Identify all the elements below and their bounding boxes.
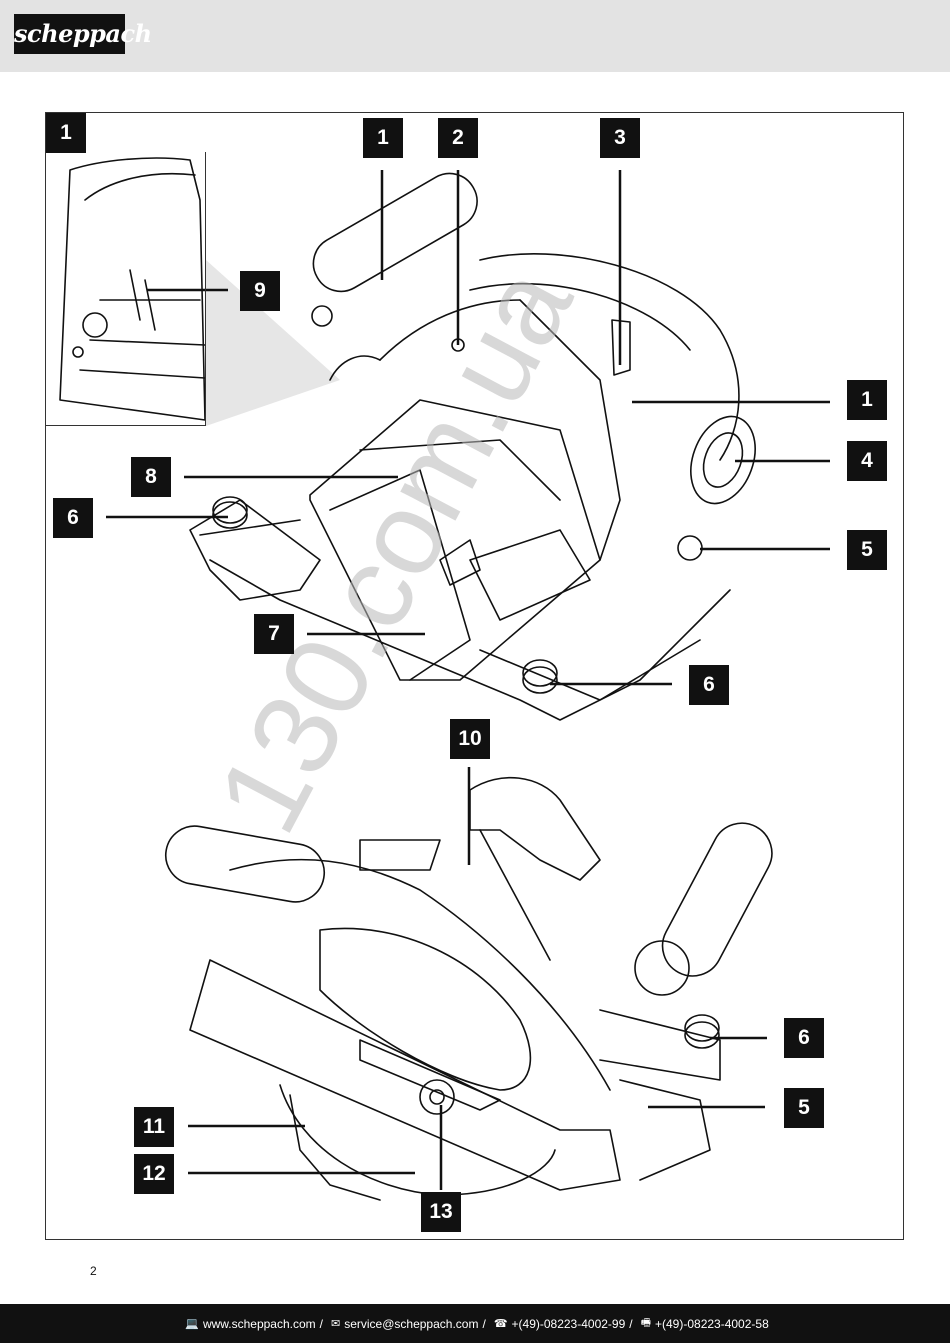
page-footer: 💻 www.scheppach.com / ✉ service@scheppac… — [0, 1304, 950, 1343]
callout-6-left: 6 — [53, 498, 93, 538]
footer-email[interactable]: service@scheppach.com — [344, 1316, 479, 1331]
callout-9: 9 — [240, 271, 280, 311]
callout-4: 4 — [847, 441, 887, 481]
callout-8: 8 — [131, 457, 171, 497]
callout-12: 12 — [134, 1154, 174, 1194]
page-header: scheppach — [0, 0, 950, 72]
callout-11: 11 — [134, 1107, 174, 1147]
footer-separator: / — [319, 1316, 323, 1331]
callout-1-right: 1 — [847, 380, 887, 420]
mail-icon: ✉ — [331, 1318, 341, 1330]
footer-separator: / — [482, 1316, 486, 1331]
footer-phone: +(49)-08223-4002-99 — [511, 1316, 626, 1331]
monitor-icon: 💻 — [185, 1318, 199, 1330]
fax-icon: 🖷 — [640, 1317, 651, 1329]
phone-icon: ☎ — [493, 1318, 508, 1330]
footer-fax: +(49)-08223-4002-58 — [655, 1316, 769, 1331]
figure-label: 1 — [46, 113, 86, 153]
figure-frame — [45, 112, 904, 1240]
callout-2: 2 — [438, 118, 478, 158]
footer-website[interactable]: www.scheppach.com — [202, 1316, 316, 1331]
callout-1-top: 1 — [363, 118, 403, 158]
inset-detail-frame — [46, 152, 206, 426]
footer-separator: / — [629, 1316, 633, 1331]
callout-10: 10 — [450, 719, 490, 759]
callout-13: 13 — [421, 1192, 461, 1232]
callout-7: 7 — [254, 614, 294, 654]
callout-6-lower: 6 — [784, 1018, 824, 1058]
callout-5-lower: 5 — [784, 1088, 824, 1128]
callout-5-upper: 5 — [847, 530, 887, 570]
page-number: 2 — [90, 1264, 97, 1278]
callout-6-upper: 6 — [689, 665, 729, 705]
callout-3: 3 — [600, 118, 640, 158]
